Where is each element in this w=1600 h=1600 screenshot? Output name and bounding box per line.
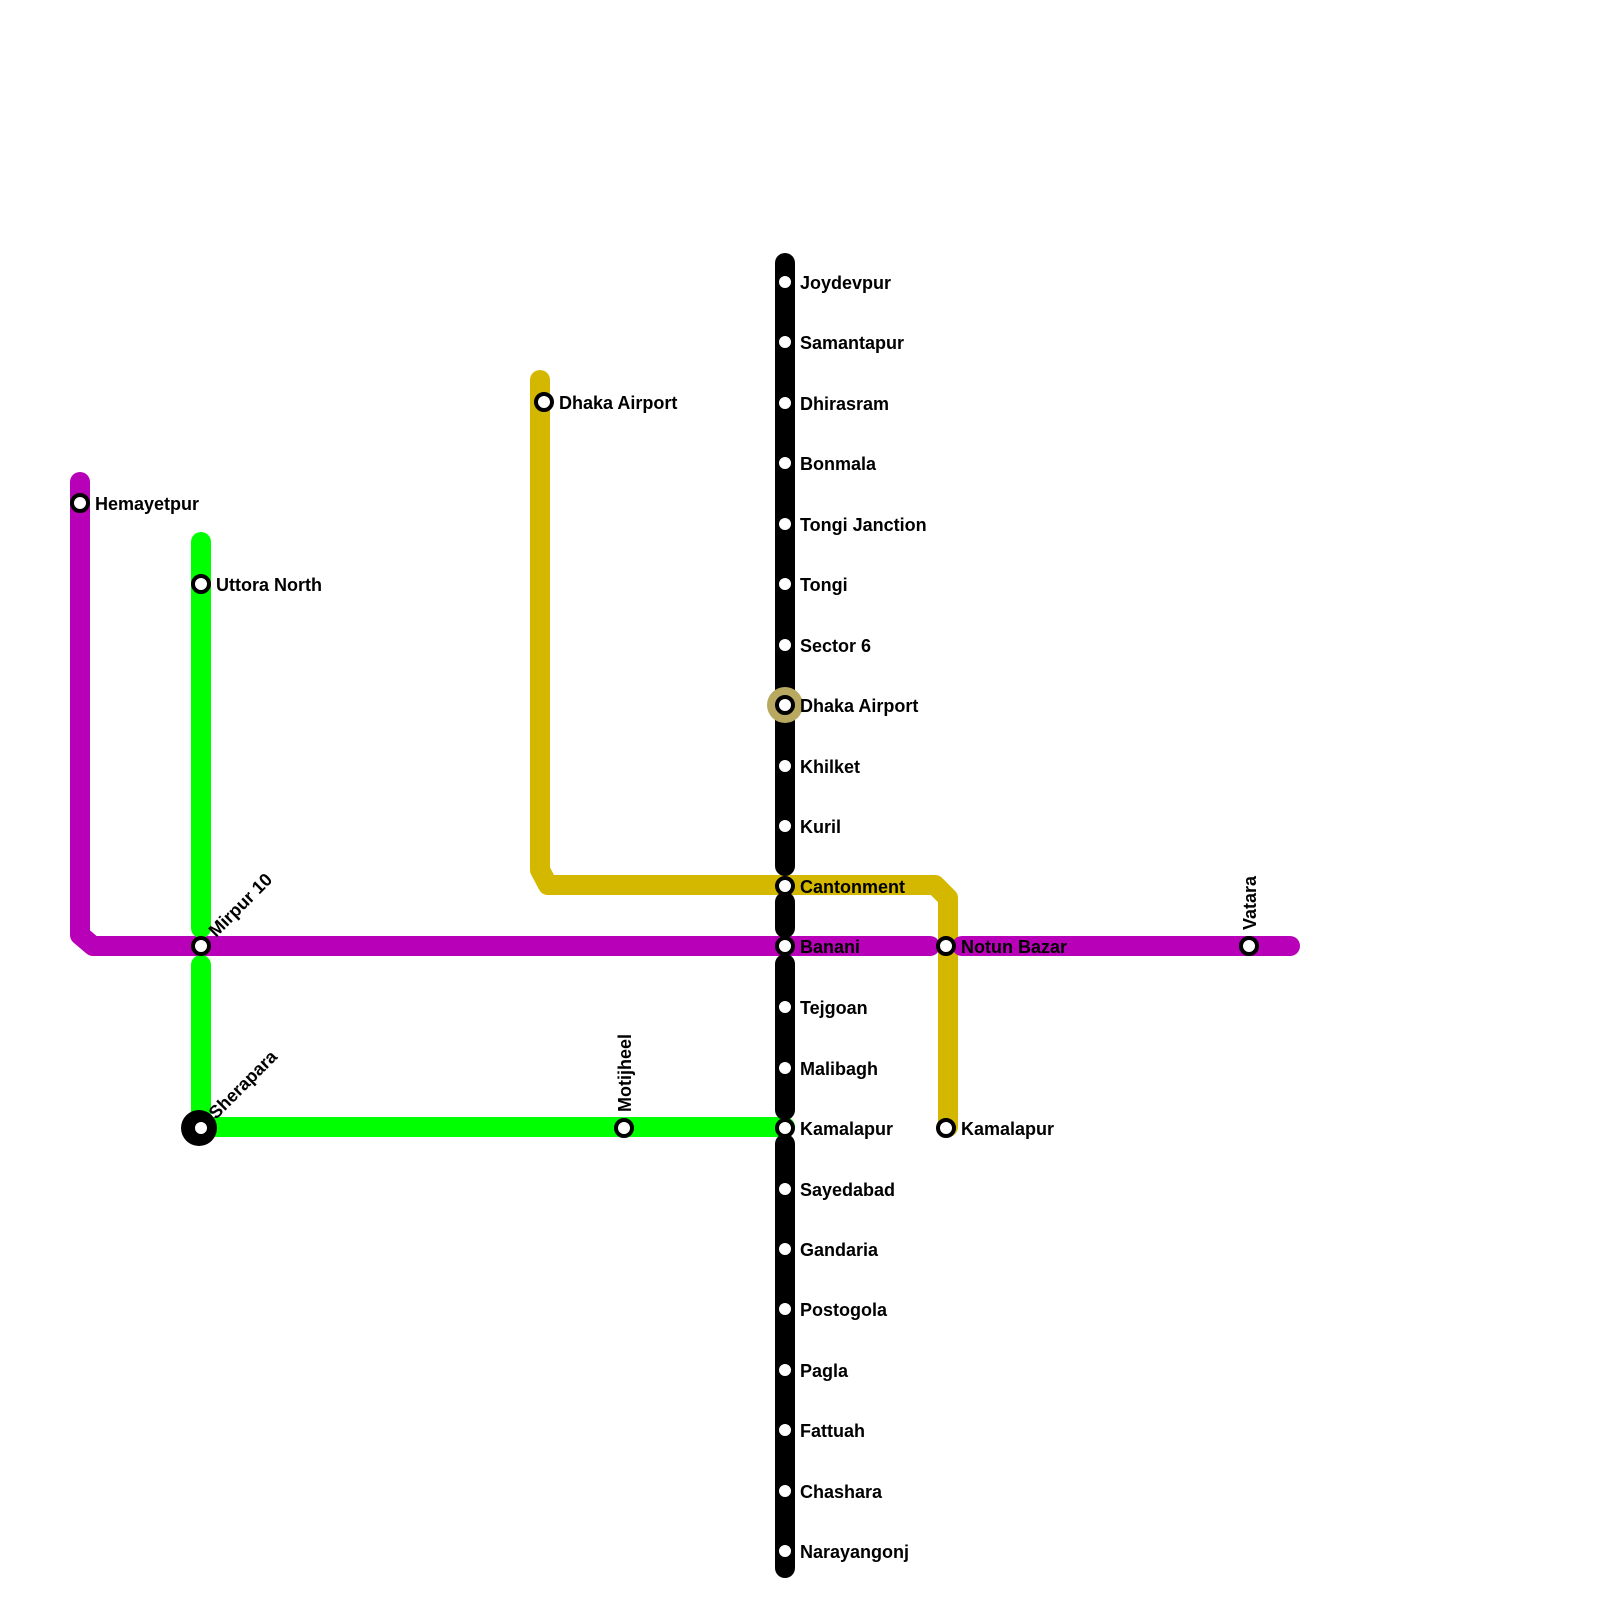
yellow-line	[530, 370, 958, 1137]
label-dhaka-airport-main: Dhaka Airport	[800, 696, 918, 716]
green-line-south	[191, 955, 795, 1137]
label-khilket: Khilket	[800, 757, 860, 777]
station-samantapur[interactable]	[775, 332, 795, 352]
station-dhaka-airport-yellow[interactable]	[534, 392, 554, 412]
station-tejgoan[interactable]	[775, 997, 795, 1017]
label-postogola: Postogola	[800, 1300, 888, 1320]
label-vatara: Vatara	[1240, 875, 1260, 930]
stations	[70, 272, 1259, 1561]
station-chashara[interactable]	[775, 1481, 795, 1501]
station-tongi[interactable]	[775, 574, 795, 594]
label-tejgoan: Tejgoan	[800, 998, 868, 1018]
labels: Joydevpur Samantapur Dhirasram Bonmala T…	[95, 273, 1260, 1562]
station-banani[interactable]	[775, 936, 795, 956]
station-kamalapur-main[interactable]	[775, 1118, 795, 1138]
label-uttora-north: Uttora North	[216, 575, 322, 595]
station-notun-bazar[interactable]	[936, 936, 956, 956]
station-tongi-janction[interactable]	[775, 514, 795, 534]
label-pagla: Pagla	[800, 1361, 849, 1381]
label-notun-bazar: Notun Bazar	[961, 937, 1067, 957]
station-sector-6[interactable]	[775, 635, 795, 655]
label-tongi: Tongi	[800, 575, 848, 595]
station-mirpur-10[interactable]	[191, 936, 211, 956]
label-banani: Banani	[800, 937, 860, 957]
station-malibagh[interactable]	[775, 1058, 795, 1078]
station-fattuah[interactable]	[775, 1420, 795, 1440]
label-sayedabad: Sayedabad	[800, 1180, 895, 1200]
label-malibagh: Malibagh	[800, 1059, 878, 1079]
label-bonmala: Bonmala	[800, 454, 877, 474]
station-hemayetpur[interactable]	[70, 493, 90, 513]
station-cantonment[interactable]	[775, 876, 795, 896]
label-fattuah: Fattuah	[800, 1421, 865, 1441]
label-kuril: Kuril	[800, 817, 841, 837]
station-dhirasram[interactable]	[775, 393, 795, 413]
label-kamalapur-main: Kamalapur	[800, 1119, 893, 1139]
station-bonmala[interactable]	[775, 453, 795, 473]
label-mirpur-10: Mirpur 10	[205, 869, 276, 940]
station-uttora-north[interactable]	[191, 574, 211, 594]
station-dhaka-airport-main[interactable]	[775, 695, 795, 715]
station-sherapara[interactable]	[191, 1118, 211, 1138]
label-samantapur: Samantapur	[800, 333, 904, 353]
label-dhaka-airport-yellow: Dhaka Airport	[559, 393, 677, 413]
label-tongi-janction: Tongi Janction	[800, 515, 927, 535]
label-sherapara: Sherapara	[205, 1046, 282, 1123]
label-sector-6: Sector 6	[800, 636, 871, 656]
label-kamalapur-yellow: Kamalapur	[961, 1119, 1054, 1139]
label-cantonment: Cantonment	[800, 877, 905, 897]
station-kuril[interactable]	[775, 816, 795, 836]
label-chashara: Chashara	[800, 1482, 883, 1502]
station-sayedabad[interactable]	[775, 1179, 795, 1199]
station-vatara[interactable]	[1239, 936, 1259, 956]
label-gandaria: Gandaria	[800, 1240, 879, 1260]
station-kamalapur-yellow[interactable]	[936, 1118, 956, 1138]
label-motijheel: Motijheel	[615, 1034, 635, 1112]
label-dhirasram: Dhirasram	[800, 394, 889, 414]
station-gandaria[interactable]	[775, 1239, 795, 1259]
station-postogola[interactable]	[775, 1299, 795, 1319]
label-joydevpur: Joydevpur	[800, 273, 891, 293]
label-hemayetpur: Hemayetpur	[95, 494, 199, 514]
label-narayangonj: Narayangonj	[800, 1542, 909, 1562]
station-pagla[interactable]	[775, 1360, 795, 1380]
station-joydevpur[interactable]	[775, 272, 795, 292]
station-narayangonj[interactable]	[775, 1541, 795, 1561]
magenta-line-west	[70, 472, 940, 956]
station-khilket[interactable]	[775, 756, 795, 776]
station-motijheel[interactable]	[614, 1118, 634, 1138]
